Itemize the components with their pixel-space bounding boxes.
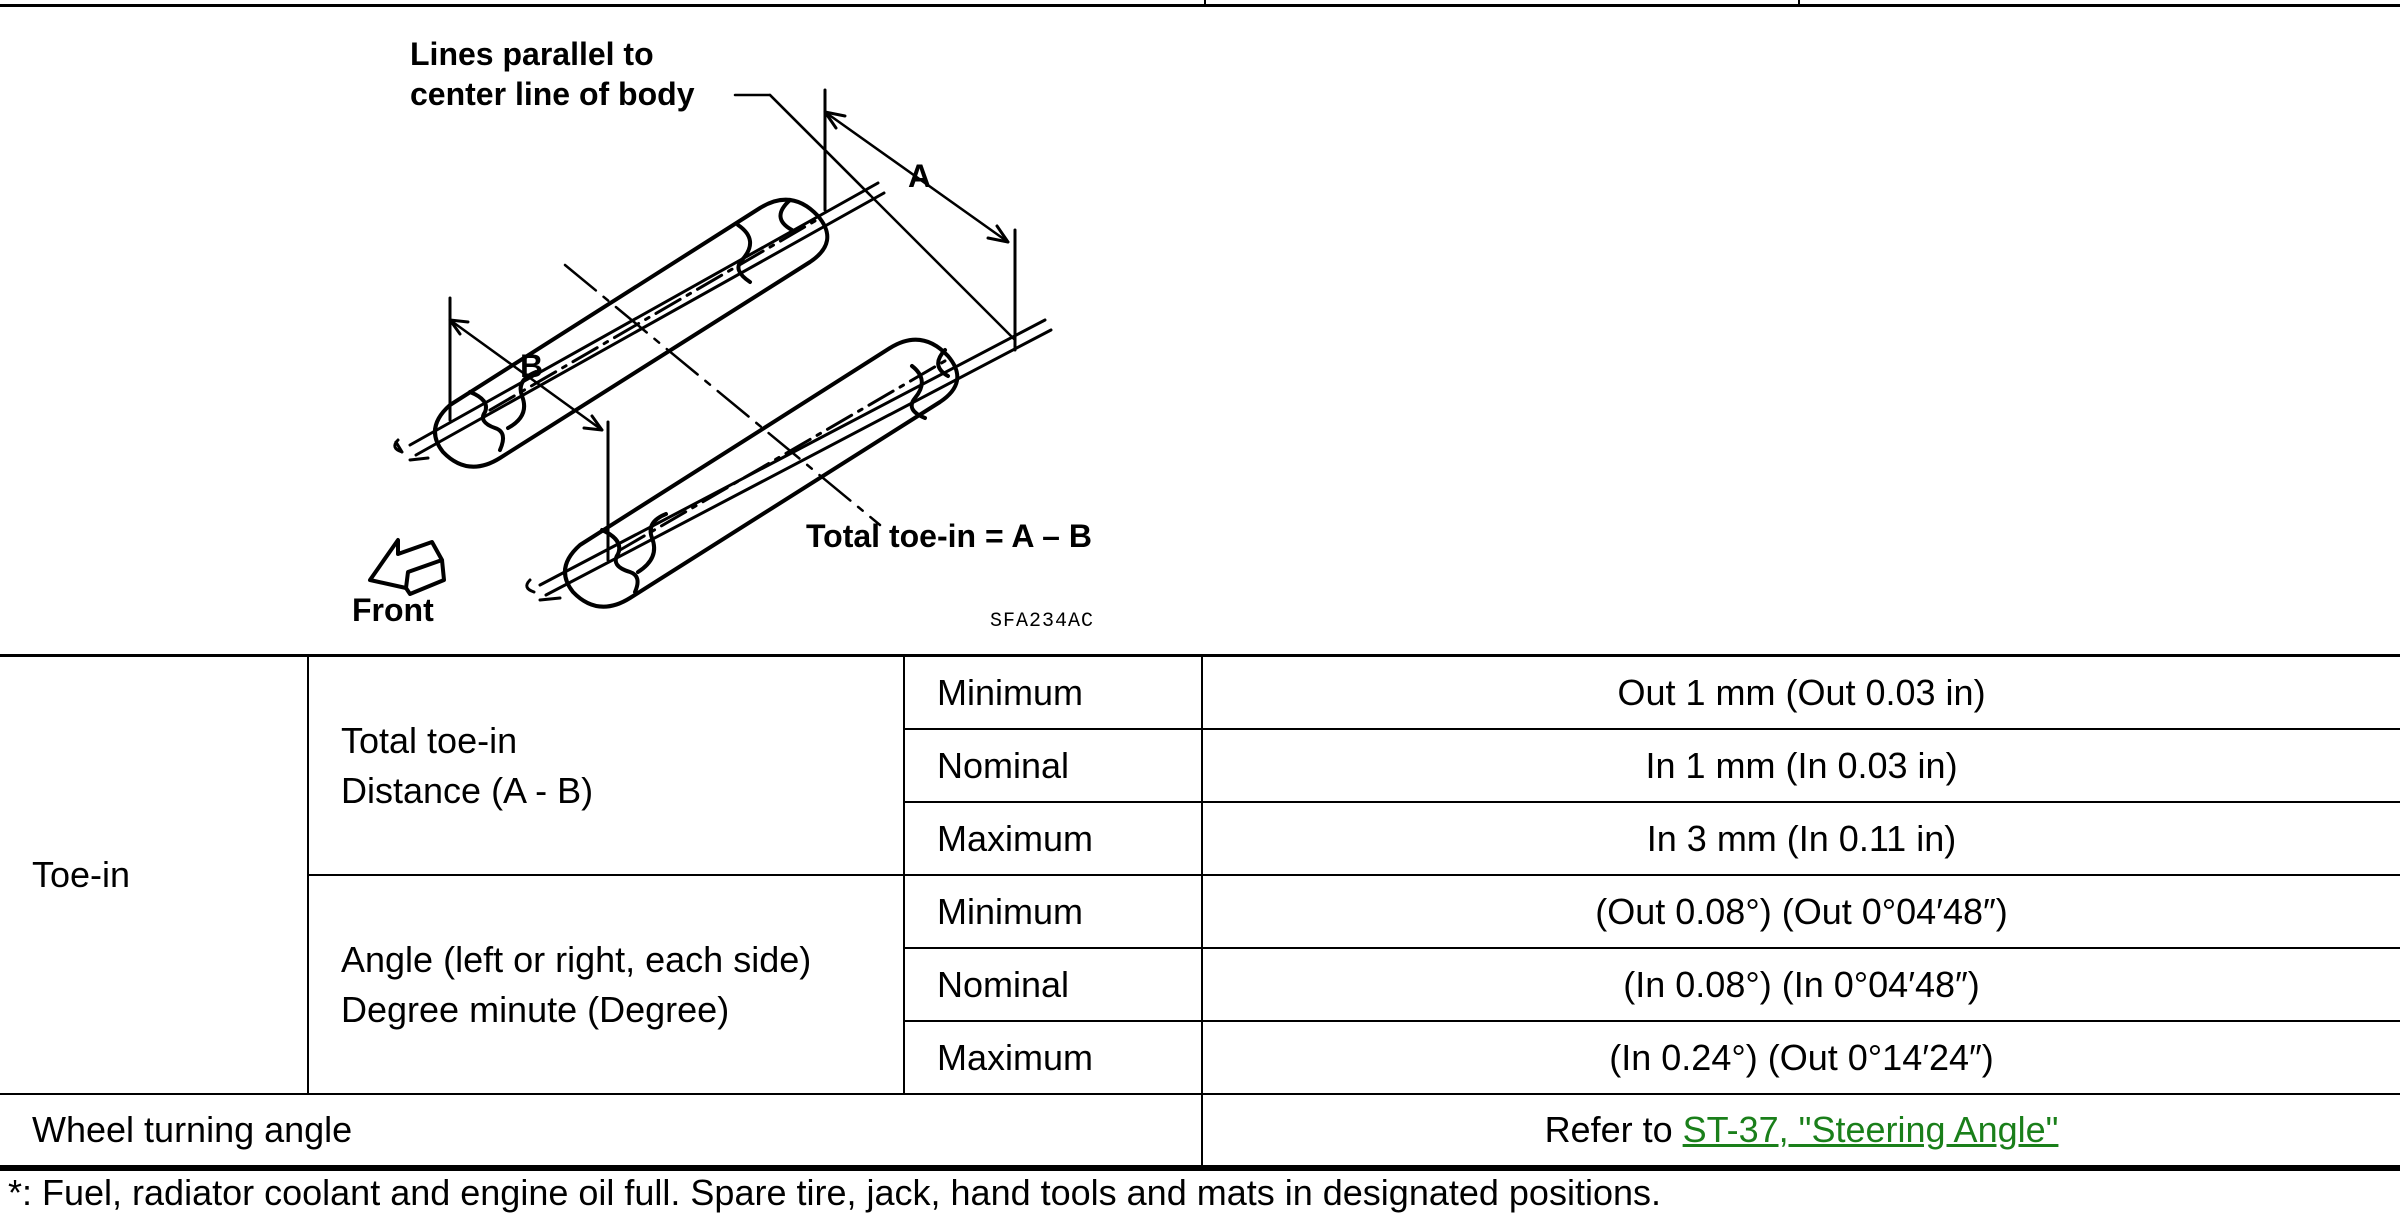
- row-kind: Nominal: [904, 728, 1203, 803]
- row-value: In 3 mm (In 0.11 in): [1201, 801, 2400, 876]
- arrow-icon: [368, 538, 446, 596]
- table-row: Nominal In 1 mm (In 0.03 in): [0, 728, 2400, 803]
- row-kind: Maximum: [904, 801, 1203, 876]
- row-kind: Minimum: [903, 654, 1203, 730]
- diagram-label-front: Front: [352, 592, 434, 628]
- diagram-label-b: B: [520, 348, 544, 384]
- diagram-label-lines: center line of body: [410, 76, 695, 112]
- row-kind: Maximum: [904, 1020, 1203, 1095]
- diagram-label-lines: Lines parallel to: [410, 36, 654, 72]
- toe-in-illustration: [368, 88, 1053, 609]
- row-kind: Minimum: [903, 874, 1203, 949]
- table-row: Nominal (In 0.08°) (In 0°04′48″): [0, 947, 2400, 1022]
- row-kind: Nominal: [904, 947, 1203, 1022]
- row-value: (In 0.24°) (Out 0°14′24″): [1201, 1020, 2400, 1095]
- top-rule: [0, 4, 2400, 7]
- top-rule-tick: [1204, 0, 1206, 6]
- distance-label-line: Total toe-in: [341, 719, 518, 761]
- group-label: Toe-in: [0, 654, 309, 1095]
- table-row: Angle (left or right, each side) Degree …: [0, 874, 2400, 1095]
- angle-label: Angle (left or right, each side) Degree …: [308, 874, 905, 1095]
- table-row: Wheel turning angle Refer to ST-37, "Ste…: [0, 1093, 2400, 1171]
- steering-angle-link[interactable]: ST-37, "Steering Angle": [1682, 1109, 2059, 1150]
- row-value: Out 1 mm (Out 0.03 in): [1201, 654, 2400, 730]
- footnote: *: Fuel, radiator coolant and engine oil…: [8, 1172, 1661, 1213]
- distance-label-line: Distance (A - B): [341, 769, 594, 811]
- refer-to-text: Refer to: [1544, 1109, 1683, 1150]
- diagram-formula: Total toe-in = A – B: [806, 518, 1092, 554]
- toe-in-diagram: Lines parallel to center line of body A …: [340, 20, 1200, 645]
- wheel-turning-label: Wheel turning angle: [0, 1093, 1203, 1171]
- toe-in-spec-table: Toe-in Total toe-in Distance (A - B) Min…: [0, 654, 2400, 1171]
- wheel-turning-value: Refer to ST-37, "Steering Angle": [1201, 1093, 2400, 1171]
- angle-label-line: Degree minute (Degree): [341, 988, 730, 1030]
- table-row: Toe-in Total toe-in Distance (A - B) Min…: [0, 654, 2400, 1095]
- distance-label: Total toe-in Distance (A - B): [307, 654, 905, 876]
- row-value: In 1 mm (In 0.03 in): [1201, 728, 2400, 803]
- top-rule-tick: [1798, 0, 1800, 6]
- table-row: Maximum (In 0.24°) (Out 0°14′24″): [0, 1020, 2400, 1095]
- angle-label-line: Angle (left or right, each side): [341, 938, 812, 980]
- table-row: Maximum In 3 mm (In 0.11 in): [0, 801, 2400, 876]
- diagram-label-a: A: [908, 158, 932, 194]
- row-value: (In 0.08°) (In 0°04′48″): [1201, 947, 2400, 1022]
- diagram-code: SFA234AC: [990, 610, 1095, 633]
- row-value: (Out 0.08°) (Out 0°04′48″): [1201, 874, 2400, 949]
